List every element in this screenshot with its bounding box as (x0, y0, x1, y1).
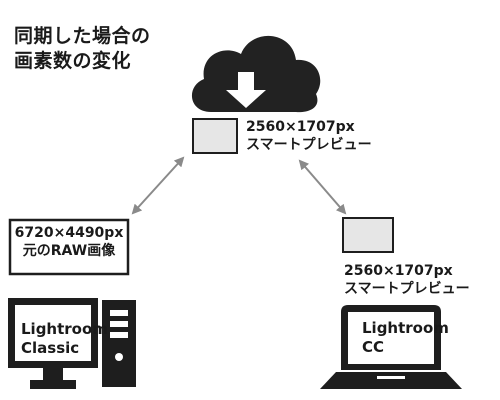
title-line-1: 同期した場合の (14, 25, 151, 47)
laptop-icon (320, 305, 462, 389)
laptop-preview-text: スマートプレビュー (344, 281, 470, 297)
cloud-preview-text: スマートプレビュー (246, 137, 372, 153)
laptop-app-line-1: Lightroom (362, 319, 449, 337)
laptop-preview-thumbnail (342, 217, 394, 253)
desktop-app-line-2: Classic (21, 339, 80, 357)
original-size-text: 6720×4490px (14, 225, 124, 241)
cloud-size-text: 2560×1707px (246, 119, 355, 135)
laptop-app-line-2: CC (362, 338, 385, 356)
desktop-app-line-1: Lightroom (21, 320, 108, 338)
laptop-preview-label: 2560×1707px スマートプレビュー (344, 262, 470, 298)
cloud-preview-label: 2560×1707px スマートプレビュー (246, 118, 372, 154)
original-raw-label: 6720×4490px 元のRAW画像 (10, 224, 128, 260)
cloud-preview-thumbnail (192, 118, 238, 154)
sync-arrow-left (131, 156, 185, 215)
title-line-2: 画素数の変化 (14, 50, 132, 72)
laptop-size-text: 2560×1707px (344, 263, 453, 279)
original-raw-text: 元のRAW画像 (22, 243, 116, 259)
diagram-title: 同期した場合の 画素数の変化 (14, 24, 151, 74)
original-raw-box (8, 218, 130, 276)
laptop-app-name: Lightroom CC (362, 319, 449, 357)
desktop-computer-icon (8, 298, 136, 389)
desktop-app-name: Lightroom Classic (21, 320, 108, 358)
cloud-download-icon (191, 35, 321, 113)
sync-arrow-right (298, 159, 347, 215)
